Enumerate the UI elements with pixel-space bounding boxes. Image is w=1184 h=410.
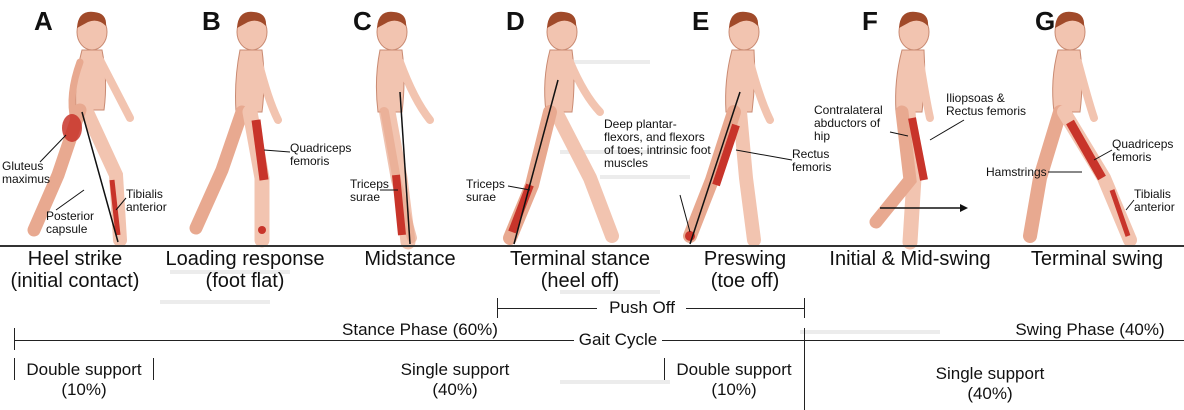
gait-cycle-label: Gait Cycle — [576, 330, 660, 350]
double-support-2-label: Double support — [666, 360, 802, 380]
phase-line1: Loading response — [150, 248, 340, 270]
annotation-triceps-d: Triceps surae — [466, 178, 514, 204]
figure-a — [34, 12, 130, 242]
stance-swing-divider — [804, 328, 805, 410]
phase-line2: (foot flat) — [150, 270, 340, 292]
annotation-hamstrings: Hamstrings — [986, 166, 1056, 179]
phase-loading-response: Loading response (foot flat) — [150, 248, 340, 292]
single-support-1: Single support (40%) — [380, 360, 530, 400]
push-off-line-right — [686, 308, 804, 309]
annotation-quadriceps-g: Quadriceps femoris — [1112, 138, 1182, 164]
phase-line1: Midstance — [340, 248, 480, 270]
figure-d — [510, 12, 612, 244]
double-support-1-label: Double support — [16, 360, 152, 380]
phase-line1: Heel strike — [0, 248, 150, 270]
annotation-tibialis-anterior-g: Tibialis anterior — [1134, 188, 1182, 214]
double-support-1-pct: (10%) — [16, 380, 152, 400]
double-support-2-tick-left — [664, 358, 665, 380]
phase-line2: (toe off) — [680, 270, 810, 292]
annotation-deep-plantar: Deep plantar-flexors, and flexors of toe… — [604, 118, 714, 170]
phase-midstance: Midstance — [340, 248, 480, 270]
double-support-1: Double support (10%) — [16, 360, 152, 400]
phase-preswing: Preswing (toe off) — [680, 248, 810, 292]
push-off-tick-right — [804, 298, 805, 318]
phase-line2: (initial contact) — [0, 270, 150, 292]
single-support-2-pct: (40%) — [910, 384, 1070, 404]
annotation-posterior-capsule: Posterior capsule — [46, 210, 102, 236]
annotation-quadriceps-b: Quadriceps femoris — [290, 142, 370, 168]
phase-terminal-stance: Terminal stance (heel off) — [480, 248, 680, 292]
gait-cycle-line-left — [14, 340, 574, 341]
gait-cycle-line-right — [662, 340, 1184, 341]
phase-line1: Initial & Mid-swing — [810, 248, 1010, 270]
swing-phase-label: Swing Phase (40%) — [1000, 320, 1180, 340]
annotation-gluteus-maximus: Gluteus maximus — [2, 160, 62, 186]
phase-line1: Terminal swing — [1010, 248, 1184, 270]
annotation-contralateral: Contralateral abductors of hip — [814, 104, 894, 143]
figure-c — [376, 12, 430, 244]
push-off-line-left — [497, 308, 597, 309]
single-support-1-pct: (40%) — [380, 380, 530, 400]
annotation-rectus-femoris: Rectus femoris — [792, 148, 842, 174]
gait-cycle-tick-left — [14, 328, 15, 350]
single-support-1-label: Single support — [380, 360, 530, 380]
phase-terminal-swing: Terminal swing — [1010, 248, 1184, 270]
single-support-2: Single support (40%) — [910, 364, 1070, 404]
phase-line1: Terminal stance — [480, 248, 680, 270]
phase-line1: Preswing — [680, 248, 810, 270]
figure-g — [1030, 12, 1130, 240]
phase-heel-strike: Heel strike (initial contact) — [0, 248, 150, 292]
push-off-label: Push Off — [600, 298, 684, 318]
single-support-2-label: Single support — [910, 364, 1070, 384]
annotation-tibialis-anterior-a: Tibialis anterior — [126, 188, 182, 214]
stance-phase-label: Stance Phase (60%) — [330, 320, 510, 340]
annotation-triceps-c: Triceps surae — [350, 178, 398, 204]
annotation-iliopsoas: Iliopsoas & Rectus femoris — [946, 92, 1036, 118]
double-support-2-pct: (10%) — [666, 380, 802, 400]
figure-b — [196, 12, 278, 240]
double-support-1-tick-left — [14, 358, 15, 380]
phase-line2: (heel off) — [480, 270, 680, 292]
phase-initial-mid-swing: Initial & Mid-swing — [810, 248, 1010, 270]
double-support-1-tick-right — [153, 358, 154, 380]
double-support-2: Double support (10%) — [666, 360, 802, 400]
